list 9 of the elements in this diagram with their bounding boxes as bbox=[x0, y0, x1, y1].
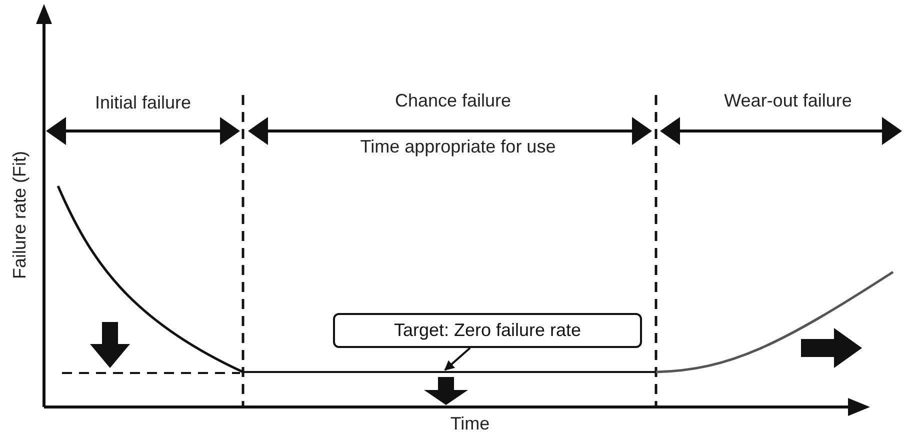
callout-box: Target: Zero failure rate bbox=[333, 313, 642, 348]
leader-line bbox=[444, 347, 471, 371]
target-rate-line bbox=[243, 371, 656, 374]
phase-label: Wear-out failure bbox=[724, 90, 852, 112]
phase-label: Time appropriate for use bbox=[360, 136, 556, 158]
phase-label: Initial failure bbox=[94, 92, 192, 114]
axis-title: Time bbox=[450, 414, 490, 434]
axis-title: Failure rate (Fit) bbox=[10, 150, 30, 280]
phase-label: Chance failure bbox=[394, 90, 512, 112]
